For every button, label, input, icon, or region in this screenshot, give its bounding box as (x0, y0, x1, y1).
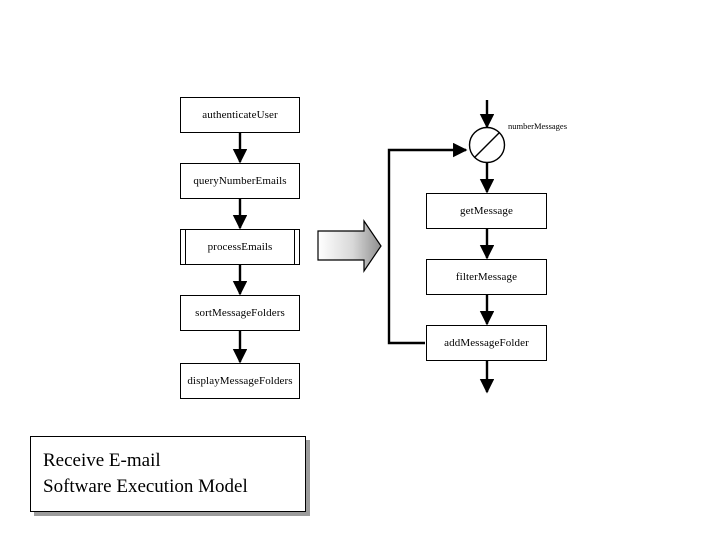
node-label: filterMessage (455, 270, 518, 283)
node-authenticateUser[interactable]: authenticateUser (180, 97, 300, 133)
node-label: getMessage (460, 204, 513, 217)
node-label: addMessageFolder (444, 336, 529, 349)
node-label: queryNumberEmails (193, 174, 287, 187)
node-filterMessage[interactable]: filterMessage (426, 259, 547, 295)
node-displayMessageFolders[interactable]: displayMessageFolders (180, 363, 300, 399)
node-label: displayMessageFolders (187, 374, 293, 387)
title-caption-box: Receive E-mail Software Execution Model (30, 436, 306, 512)
node-addMessageFolder[interactable]: addMessageFolder (426, 325, 547, 361)
node-label: sortMessageFolders (195, 306, 285, 319)
expansion-block-arrow (317, 219, 382, 273)
node-getMessage[interactable]: getMessage (426, 193, 547, 229)
numberMessages-junction-label: numberMessages (508, 121, 568, 131)
node-queryNumberEmails[interactable]: queryNumberEmails (180, 163, 300, 199)
node-label: authenticateUser (202, 108, 278, 121)
connector-loopback-to-numberMessages (387, 142, 468, 345)
node-label: processEmails (207, 240, 273, 253)
title-line-1: Receive E-mail (43, 450, 161, 472)
title-line-2: Software Execution Model (43, 476, 248, 497)
node-sortMessageFolders[interactable]: sortMessageFolders (180, 295, 300, 331)
node-processEmails[interactable]: processEmails (180, 228, 300, 266)
numberMessages-junction-slash (474, 132, 500, 158)
